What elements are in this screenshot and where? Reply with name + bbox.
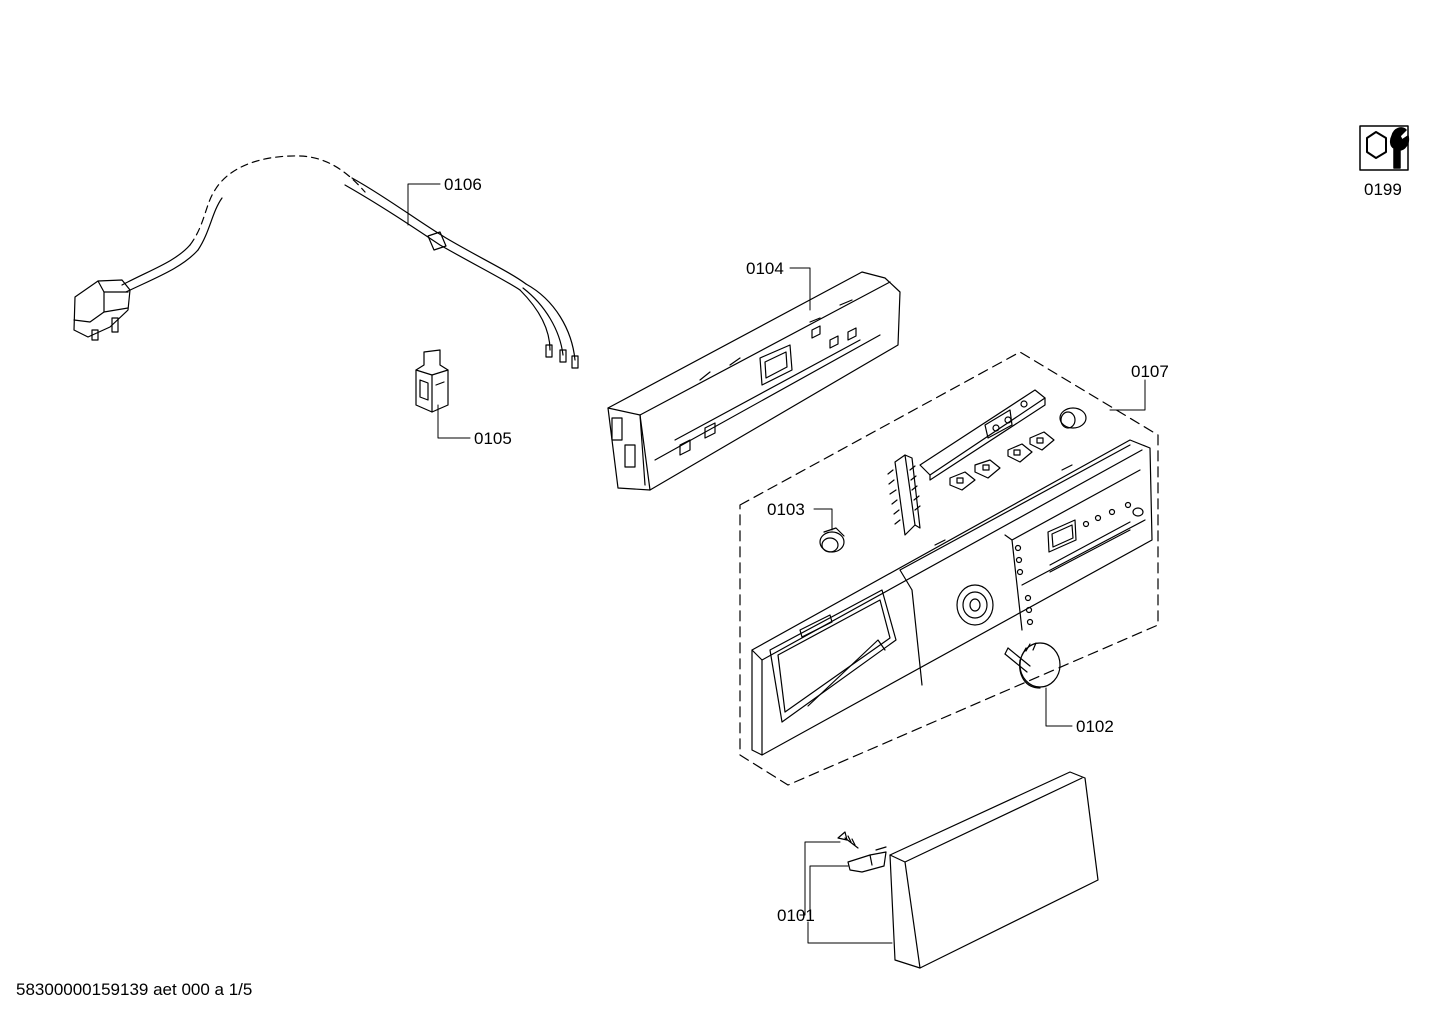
- fascia-panel: [752, 440, 1152, 755]
- drawer-handle: [838, 772, 1098, 968]
- wrench-hex-icon: [1360, 126, 1408, 170]
- label-0107: 0107: [1131, 362, 1169, 381]
- power-cord: [74, 156, 578, 368]
- interference-suppressor-bracket: [416, 350, 448, 412]
- label-0106: 0106: [444, 175, 482, 194]
- program-selector-knob: [1005, 643, 1060, 688]
- program-knob-insert: [820, 528, 844, 552]
- label-0105: 0105: [474, 429, 512, 448]
- leader-lines: [408, 184, 1145, 943]
- label-0199: 0199: [1364, 180, 1402, 199]
- light-guide: [888, 455, 920, 535]
- fascia-group-boundary: [740, 352, 1158, 785]
- label-0103: 0103: [767, 500, 805, 519]
- label-0104: 0104: [746, 259, 784, 278]
- label-0101: 0101: [777, 906, 815, 925]
- push-button-strip: [920, 390, 1086, 490]
- label-0102: 0102: [1076, 717, 1114, 736]
- module-carrier: [608, 272, 900, 490]
- document-code: 58300000159139 aet 000 a 1/5: [16, 980, 253, 999]
